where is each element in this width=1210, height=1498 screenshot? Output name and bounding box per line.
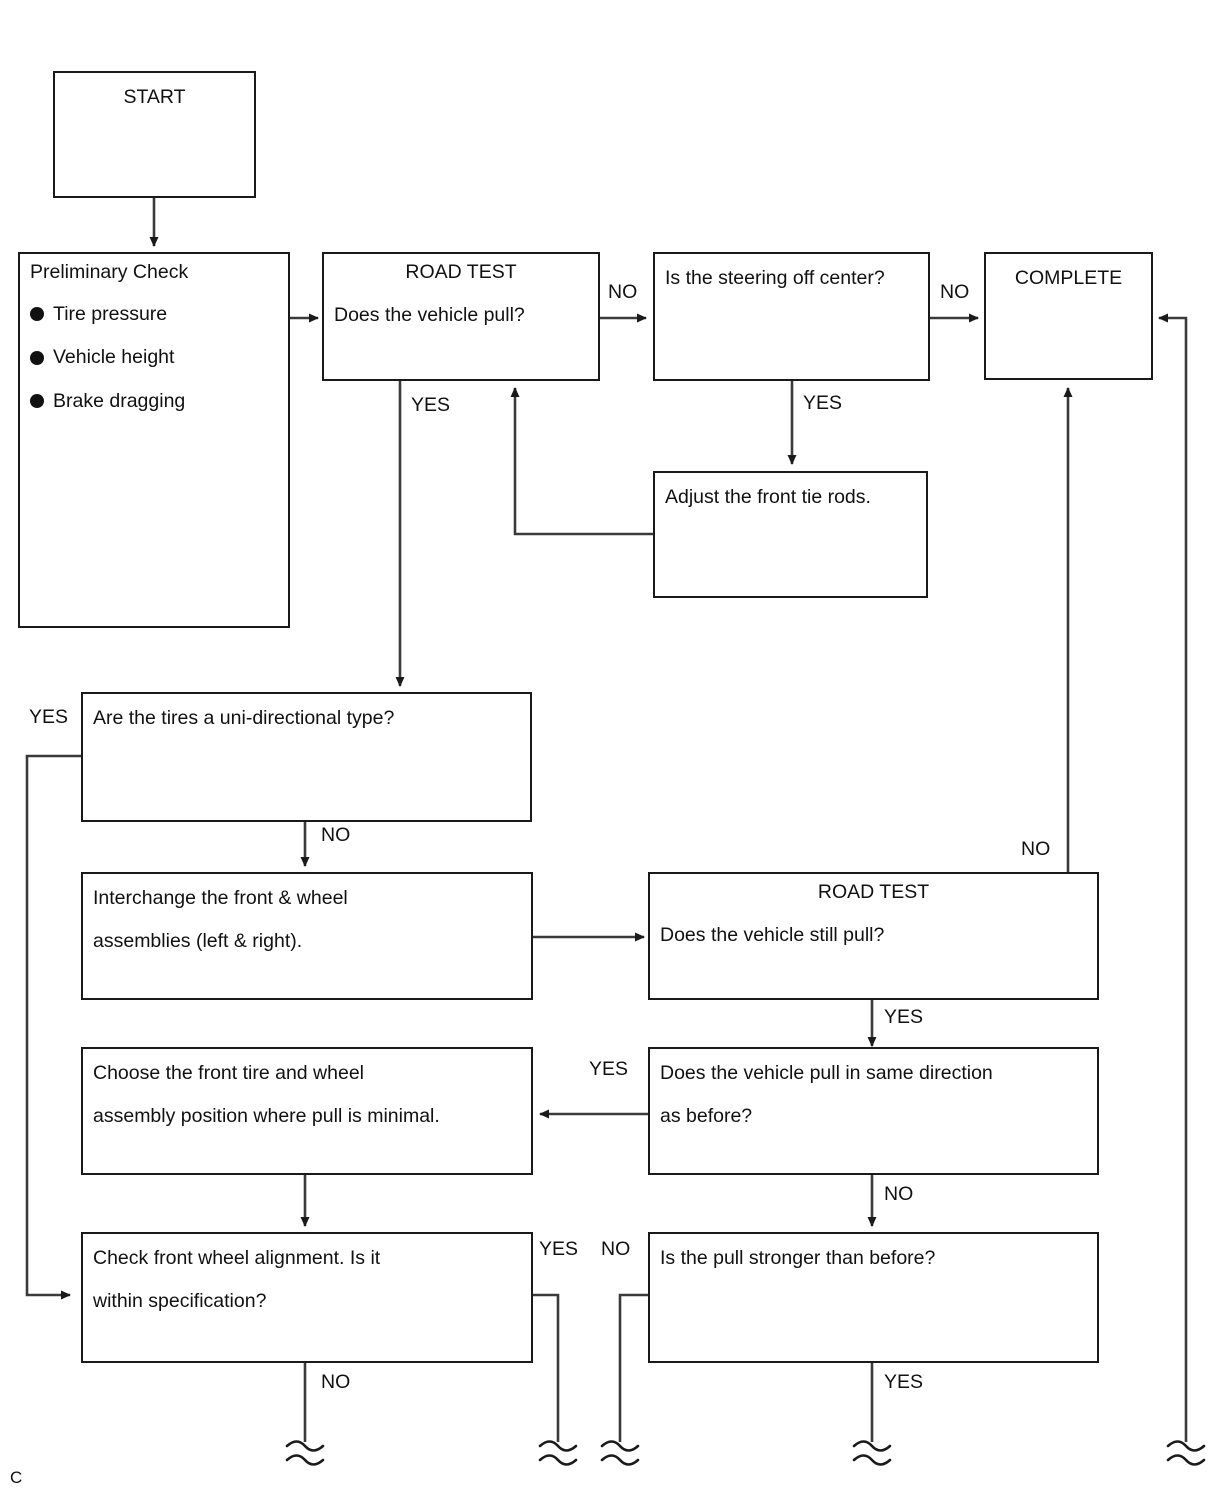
node-check-alignment[interactable]: Check front wheel alignment. Is it withi… xyxy=(81,1232,533,1363)
check-alignment-line-2: within specification? xyxy=(93,1290,267,1312)
steering-off-center-question: Is the steering off center? xyxy=(665,267,885,289)
adjust-tie-rods-text: Adjust the front tie rods. xyxy=(665,486,871,508)
page-break-icon-right-rail xyxy=(1166,1440,1206,1466)
edge-tierods-to-roadtest1 xyxy=(510,387,653,536)
preliminary-bullet-1: Tire pressure xyxy=(30,302,282,325)
choose-position-line-1: Choose the front tire and wheel xyxy=(93,1062,365,1084)
edge-label-roadtest2-yes: YES xyxy=(884,1006,924,1028)
same-direction-line-2: as before? xyxy=(660,1105,753,1127)
node-adjust-tie-rods[interactable]: Adjust the front tie rods. xyxy=(653,471,928,598)
node-preliminary-check[interactable]: Preliminary Check Tire pressure Vehicle … xyxy=(18,252,290,628)
node-start[interactable]: START xyxy=(53,71,256,198)
node-choose-position[interactable]: Choose the front tire and wheel assembly… xyxy=(81,1047,533,1175)
road-test-2-question: Does the vehicle still pull? xyxy=(660,924,885,946)
edge-label-unidirectional-no: NO xyxy=(321,824,351,846)
road-test-2-header: ROAD TEST xyxy=(817,881,930,903)
preliminary-check-content: Preliminary Check Tire pressure Vehicle … xyxy=(30,261,282,435)
same-direction-line-1: Does the vehicle pull in same direction xyxy=(660,1062,993,1084)
page-mark: C xyxy=(10,1468,23,1487)
edge-label-roadtest1-no: NO xyxy=(608,281,638,303)
interchange-line-1: Interchange the front & wheel xyxy=(93,887,348,909)
edge-label-roadtest2-no: NO xyxy=(1021,838,1051,860)
node-road-test-1[interactable]: ROAD TEST Does the vehicle pull? xyxy=(322,252,600,381)
edge-label-steering-no: NO xyxy=(940,281,970,303)
page-break-icon-stronger-yes xyxy=(852,1440,892,1466)
edge-alignment-yes-offpage xyxy=(533,1293,560,1442)
node-pull-stronger[interactable]: Is the pull stronger than before? xyxy=(648,1232,1099,1363)
edge-label-stronger-no: NO xyxy=(601,1238,631,1260)
node-start-label: START xyxy=(123,86,186,108)
bullet-dot-icon xyxy=(30,394,44,409)
edge-label-unidirectional-yes: YES xyxy=(29,706,69,728)
node-unidirectional-tires[interactable]: Are the tires a uni-directional type? xyxy=(81,692,532,822)
edge-label-steering-yes: YES xyxy=(803,392,843,414)
page-break-icon-alignment-no xyxy=(285,1440,325,1466)
pull-stronger-question: Is the pull stronger than before? xyxy=(660,1247,936,1269)
bullet-dot-icon xyxy=(30,307,44,322)
unidirectional-tires-question: Are the tires a uni-directional type? xyxy=(93,707,395,729)
node-same-direction[interactable]: Does the vehicle pull in same direction … xyxy=(648,1047,1099,1175)
page-break-icon-alignment-yes xyxy=(538,1440,578,1466)
edge-label-roadtest1-yes: YES xyxy=(411,394,451,416)
edge-stronger-no-offpage xyxy=(618,1293,648,1442)
edge-unidirectional-yes-to-alignment xyxy=(25,754,81,1300)
node-interchange-assemblies[interactable]: Interchange the front & wheel assemblies… xyxy=(81,872,533,1000)
edge-label-alignment-yes: YES xyxy=(539,1238,579,1260)
node-steering-off-center[interactable]: Is the steering off center? xyxy=(653,252,930,381)
preliminary-bullet-2-label: Vehicle height xyxy=(53,346,175,368)
road-test-1-header: ROAD TEST xyxy=(405,261,517,283)
preliminary-bullet-3-label: Brake dragging xyxy=(53,389,186,412)
choose-position-line-2: assembly position where pull is minimal. xyxy=(93,1105,440,1127)
node-road-test-2[interactable]: ROAD TEST Does the vehicle still pull? xyxy=(648,872,1099,1000)
edge-offpage-to-complete-right xyxy=(1158,313,1188,1442)
preliminary-bullet-2: Vehicle height xyxy=(30,346,282,368)
edge-label-alignment-no: NO xyxy=(321,1371,351,1393)
preliminary-check-title: Preliminary Check xyxy=(30,261,189,283)
page-break-icon-stronger-no xyxy=(600,1440,640,1466)
check-alignment-line-1: Check front wheel alignment. Is it xyxy=(93,1247,381,1269)
preliminary-bullet-3: Brake dragging xyxy=(30,389,282,412)
edge-label-samedirection-no: NO xyxy=(884,1183,914,1205)
preliminary-bullet-1-label: Tire pressure xyxy=(53,302,168,325)
road-test-1-question: Does the vehicle pull? xyxy=(334,304,525,326)
edge-label-stronger-yes: YES xyxy=(884,1371,924,1393)
edge-label-samedirection-yes: YES xyxy=(589,1058,629,1080)
complete-label: COMPLETE xyxy=(1014,267,1123,289)
interchange-line-2: assemblies (left & right). xyxy=(93,930,303,952)
node-complete[interactable]: COMPLETE xyxy=(984,252,1153,380)
bullet-dot-icon xyxy=(30,350,44,365)
